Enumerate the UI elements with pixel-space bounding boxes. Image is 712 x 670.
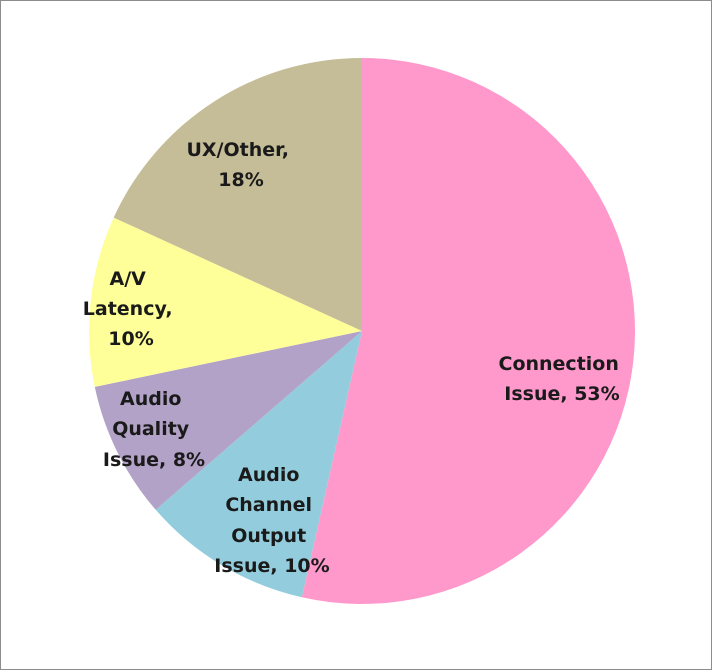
label-connection-issue: Connection Issue, 53% (499, 353, 626, 405)
pie-slice-ux-other (113, 58, 362, 331)
pie-slices (89, 58, 636, 604)
label-audio-channel-output-issue: Audio Channel Output Issue, 10% (214, 464, 329, 577)
label-av-latency: A/V Latency, 10% (83, 268, 179, 350)
label-audio-quality-issue: Audio Quality Issue, 8% (103, 388, 205, 471)
pie-slice-audio-channel-output-issue (155, 331, 362, 598)
pie-slice-audio-quality-issue (94, 331, 363, 510)
pie-slice-a-v-latency (89, 217, 362, 387)
pie-labels: Connection Issue, 53% Audio Channel Outp… (83, 139, 626, 577)
pie-slice-connection-issue (301, 58, 636, 604)
label-ux-other: UX/Other, 18% (186, 139, 295, 191)
